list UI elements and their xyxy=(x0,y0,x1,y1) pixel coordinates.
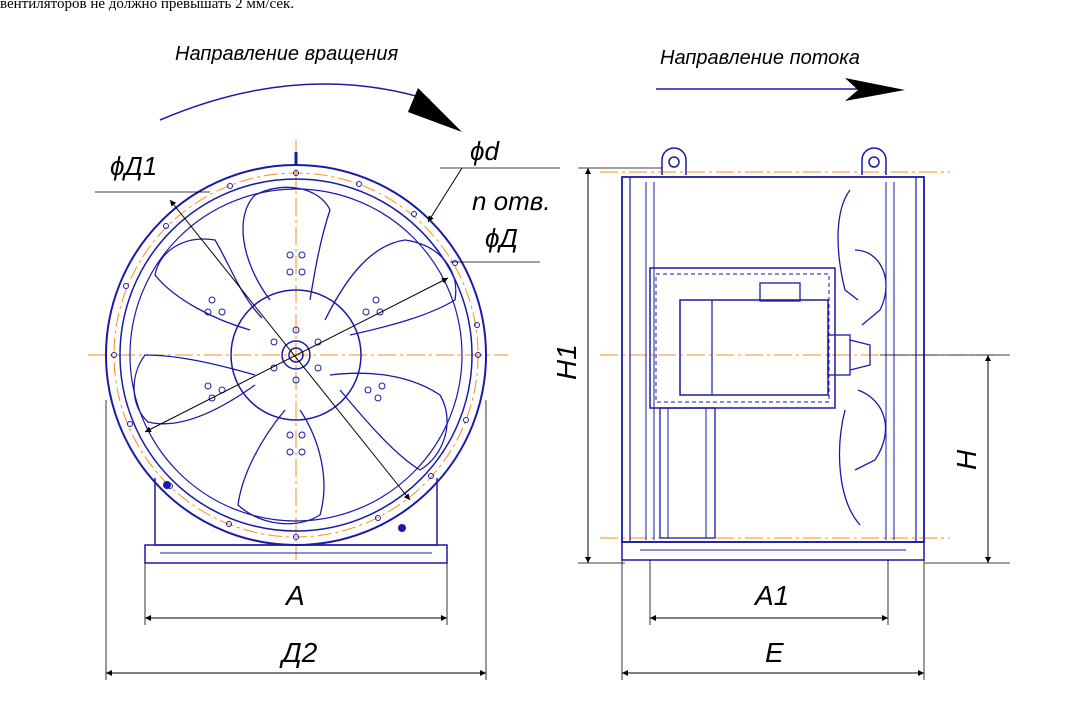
front-extension-lines xyxy=(95,167,560,680)
mount-hole-left xyxy=(163,481,171,489)
header-note: вентиляторов не должно превышать 2 мм/се… xyxy=(0,0,295,12)
flange-inner xyxy=(119,178,473,532)
label-H: H xyxy=(951,449,982,470)
front-base-plate xyxy=(144,544,448,564)
motor-shaft xyxy=(827,334,851,376)
rotation-direction-label: Направление вращения xyxy=(175,43,399,65)
impeller-side-profile xyxy=(837,189,887,526)
side-housing xyxy=(621,176,925,543)
label-A1: A1 xyxy=(753,580,789,611)
label-D2: Д2 xyxy=(279,637,318,668)
motor-support xyxy=(659,407,716,539)
rotation-arrow xyxy=(159,83,431,121)
label-H1: H1 xyxy=(551,344,582,380)
lifting-lugs xyxy=(661,147,887,175)
duct-inner xyxy=(129,188,463,522)
label-A: A xyxy=(284,580,305,611)
side-extension-lines xyxy=(578,167,1010,680)
dim-line-d xyxy=(427,167,463,223)
motor-frame xyxy=(649,267,836,409)
motor-body xyxy=(679,299,829,396)
rotation-arrowhead xyxy=(408,88,462,132)
label-E: E xyxy=(765,637,784,668)
mount-hole-right xyxy=(398,524,406,532)
flow-arrowhead xyxy=(845,78,905,101)
dim-line-D xyxy=(144,277,449,433)
bolt-circle xyxy=(113,172,479,538)
label-phi-small-d: ϕd xyxy=(470,136,500,166)
hub-holes xyxy=(204,251,386,456)
motor-terminal-box xyxy=(759,282,801,302)
label-phi-d1: ϕД1 xyxy=(110,151,157,181)
motor-frame-inner xyxy=(655,273,830,403)
side-base-plate xyxy=(621,541,925,561)
side-view: Направление потока xyxy=(551,47,1010,680)
label-phi-d: ϕД xyxy=(485,223,518,253)
label-n-holes: n отв. xyxy=(472,186,551,216)
front-view: Направление вращения xyxy=(88,43,560,680)
flow-direction-label: Направление потока xyxy=(660,47,860,69)
